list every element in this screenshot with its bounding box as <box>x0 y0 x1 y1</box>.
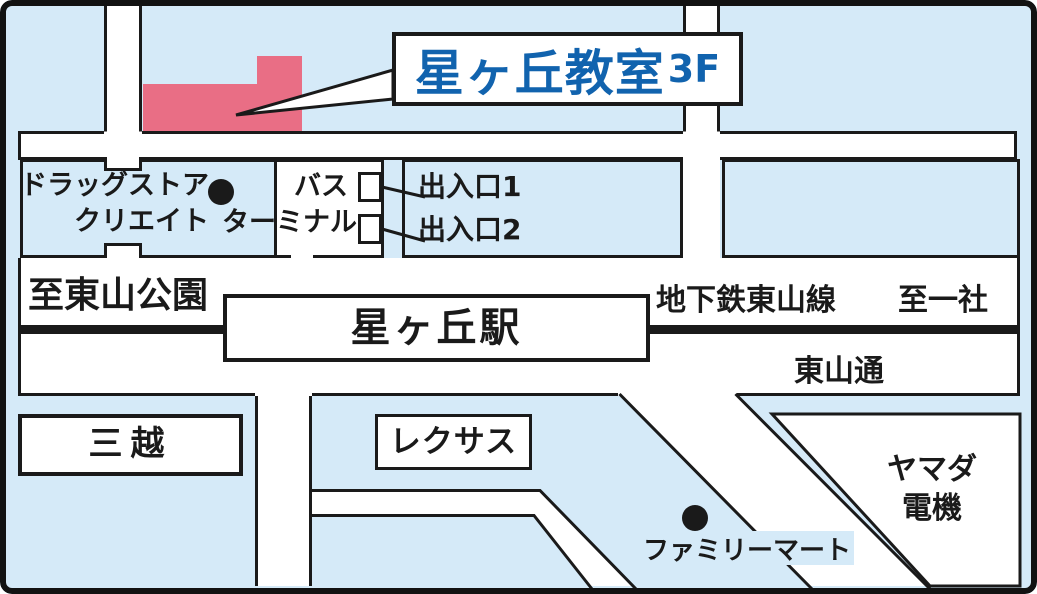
road-top-edges <box>18 131 1017 160</box>
yamada-building-shape <box>768 412 1022 588</box>
title-callout-box: 星ヶ丘教室 3F <box>392 32 743 106</box>
drugstore-label-line2: クリエイト <box>74 206 209 237</box>
yamada-label-line1: ヤマダ <box>887 452 977 487</box>
lexus-box: レクサス <box>375 414 532 470</box>
higashiyama-dori-label: 東山通 <box>794 354 884 389</box>
road-vertical-left <box>104 6 142 133</box>
subway-line-label: 地下鉄東山線 <box>656 283 836 318</box>
road-vertical-bottom <box>255 394 312 586</box>
mitsukoshi-box: 三越 <box>18 414 243 476</box>
exit2-label: 出入口2 <box>418 213 522 246</box>
subway-line-east <box>650 325 1020 334</box>
exit1-marker-icon <box>358 172 382 202</box>
exit1-label: 出入口1 <box>418 170 522 203</box>
block-exits <box>402 159 683 258</box>
familymart-label: ファミリーマート <box>640 531 854 566</box>
subway-line-west <box>20 325 223 334</box>
to-issha-label: 至一社 <box>898 283 988 318</box>
lexus-label: レクサス <box>389 423 518 460</box>
alley-stub-bottom <box>104 243 142 258</box>
road-top-horizontal <box>18 131 1017 160</box>
bus-label: バス <box>294 171 348 202</box>
road-vertical-edges <box>104 6 720 132</box>
exit2-marker-icon <box>358 214 382 244</box>
drugstore-label-line1: ドラッグストア <box>20 170 209 201</box>
road-station-edges <box>18 258 1020 396</box>
road-lexus-south-edges <box>310 489 638 591</box>
terminal-label: ターミナル <box>222 207 357 238</box>
bus-terminal-gate-opening <box>291 252 313 262</box>
station-box: 星ヶ丘駅 <box>223 294 650 362</box>
road-lexus-south <box>310 489 634 586</box>
title-floor: 3F <box>667 47 721 91</box>
title-name: 星ヶ丘教室 <box>414 44 665 102</box>
alley-stub-top <box>104 157 142 171</box>
yamada-label-line2: 電機 <box>902 491 962 526</box>
yamada-label: ヤマダ 電機 <box>868 444 996 534</box>
mitsukoshi-label: 三越 <box>88 424 173 465</box>
block-northeast <box>722 159 1020 258</box>
to-higashiyama-park-label: 至東山公園 <box>28 275 209 316</box>
station-label: 星ヶ丘駅 <box>350 305 523 351</box>
